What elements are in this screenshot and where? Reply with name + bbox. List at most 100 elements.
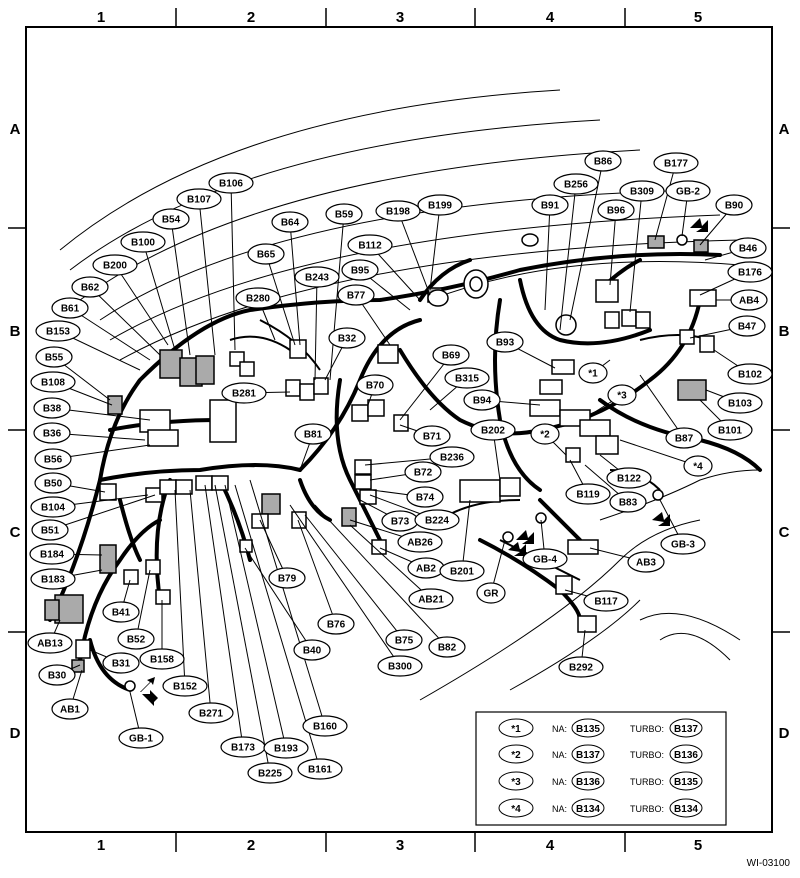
callout-label: B104 bbox=[41, 503, 65, 514]
legend-turbo-value-4: B134 bbox=[674, 804, 698, 815]
callout-bubble bbox=[408, 588, 454, 610]
legend-mark-1: *1 bbox=[511, 724, 521, 735]
callout-label: B101 bbox=[718, 426, 742, 437]
ground-gb1 bbox=[124, 680, 136, 692]
callout-label: B71 bbox=[423, 432, 442, 443]
callout-b176: B176 bbox=[727, 261, 773, 283]
legend-row-2: *2 NA: B137 TURBO: B136 bbox=[498, 744, 703, 764]
callout-bubble bbox=[607, 384, 637, 406]
legend-mark-3: *3 bbox=[511, 777, 521, 788]
callout-bubble bbox=[730, 289, 768, 311]
callout-bubble bbox=[522, 548, 568, 570]
callout-label: B64 bbox=[281, 218, 300, 229]
callout-bubble bbox=[317, 613, 355, 635]
row-label-right-d: D bbox=[779, 725, 790, 742]
leader-b201 bbox=[461, 499, 471, 572]
legend-na-value-4: B134 bbox=[576, 804, 600, 815]
callout-label: B119 bbox=[576, 490, 600, 501]
legend-turbo-value-3: B135 bbox=[674, 777, 698, 788]
ground-gr bbox=[502, 531, 514, 543]
callout-b38: B38 bbox=[33, 397, 71, 419]
callout-label: B72 bbox=[414, 468, 433, 479]
legend-na-label-4: NA: bbox=[552, 804, 567, 814]
callout-label: B74 bbox=[416, 493, 435, 504]
callout-label: B100 bbox=[131, 238, 155, 249]
callout-label: B202 bbox=[481, 426, 505, 437]
callout-bubble bbox=[27, 632, 73, 654]
callout-bubble bbox=[565, 483, 611, 505]
callout-label: B73 bbox=[391, 517, 410, 528]
callout-b79: B79 bbox=[268, 567, 306, 589]
callout-bubble bbox=[33, 422, 71, 444]
callout-label: B224 bbox=[425, 516, 449, 527]
col-label-bottom-2: 2 bbox=[247, 837, 255, 854]
row-label-left-d: D bbox=[10, 725, 21, 742]
callout-label: B108 bbox=[41, 378, 65, 389]
callout-label: GB-2 bbox=[676, 187, 700, 198]
callout-bubble bbox=[432, 344, 470, 366]
callout-label: B117 bbox=[594, 597, 618, 608]
callout-b108: B108 bbox=[30, 371, 76, 393]
callout-label: B87 bbox=[675, 434, 694, 445]
callout-b106: B106 bbox=[208, 172, 254, 194]
callout-b41: B41 bbox=[102, 601, 140, 623]
callout-b77: B77 bbox=[337, 284, 375, 306]
callout-bubble bbox=[406, 486, 444, 508]
callout-b32: B32 bbox=[328, 327, 366, 349]
callout-label: B198 bbox=[386, 207, 410, 218]
arrow-gb2-icon bbox=[690, 218, 708, 232]
callout-b52: B52 bbox=[117, 628, 155, 650]
callout-b95: B95 bbox=[341, 259, 379, 281]
callout-bubble bbox=[558, 656, 604, 678]
callout-b100: B100 bbox=[120, 231, 166, 253]
callout-b183: B183 bbox=[30, 568, 76, 590]
leader-b271 bbox=[189, 489, 212, 714]
callout-bubble bbox=[729, 237, 767, 259]
callout-bubble bbox=[208, 172, 254, 194]
callout-bubble bbox=[717, 392, 763, 414]
callout-bubble bbox=[707, 419, 753, 441]
callout-b96: B96 bbox=[597, 199, 635, 221]
callout-s4: *4 bbox=[683, 455, 713, 477]
callout-label: B183 bbox=[41, 575, 65, 586]
callout-label: B41 bbox=[112, 608, 131, 619]
callout-bubble bbox=[30, 496, 76, 518]
leader-b107 bbox=[198, 198, 216, 356]
callout-bubble bbox=[92, 254, 138, 276]
legend-na-label-3: NA: bbox=[552, 777, 567, 787]
legend-box: *1 NA: B135 TURBO: B137 *2 NA: B137 TURB… bbox=[475, 711, 727, 826]
leader-b225 bbox=[214, 484, 271, 774]
leader-b177 bbox=[654, 162, 677, 241]
callout-bubble bbox=[385, 629, 423, 651]
callout-bubble bbox=[428, 636, 466, 658]
leader-b82 bbox=[314, 504, 448, 648]
leader-b198 bbox=[397, 210, 431, 296]
callout-bubble bbox=[609, 491, 647, 513]
callout-label: B107 bbox=[187, 195, 211, 206]
col-label-bottom-4: 4 bbox=[546, 837, 555, 854]
legend-turbo-label-3: TURBO: bbox=[630, 777, 664, 787]
leader-b61 bbox=[69, 307, 151, 361]
callout-bubble bbox=[583, 590, 629, 612]
leader-b91 bbox=[544, 204, 551, 311]
callout-label: B236 bbox=[440, 453, 464, 464]
callout-b309: B309 bbox=[619, 180, 665, 202]
callout-label: B112 bbox=[358, 241, 382, 252]
callout-label: B31 bbox=[112, 659, 131, 670]
col-label-top-2: 2 bbox=[247, 9, 255, 26]
callout-bubble bbox=[268, 567, 306, 589]
callout-label: B86 bbox=[594, 157, 613, 168]
callout-b30: B30 bbox=[38, 664, 76, 686]
callout-label: B199 bbox=[428, 201, 452, 212]
leader-lines bbox=[49, 160, 751, 774]
callout-bubble bbox=[476, 582, 506, 604]
callout-label: AB2 bbox=[416, 564, 436, 575]
callout-bubble bbox=[33, 397, 71, 419]
legend-row-1: *1 NA: B135 TURBO: B137 bbox=[498, 718, 703, 738]
callout-bubble bbox=[297, 758, 343, 780]
callout-bubble bbox=[35, 320, 81, 342]
callout-gr: GR bbox=[476, 582, 506, 604]
callout-bubble bbox=[51, 698, 89, 720]
